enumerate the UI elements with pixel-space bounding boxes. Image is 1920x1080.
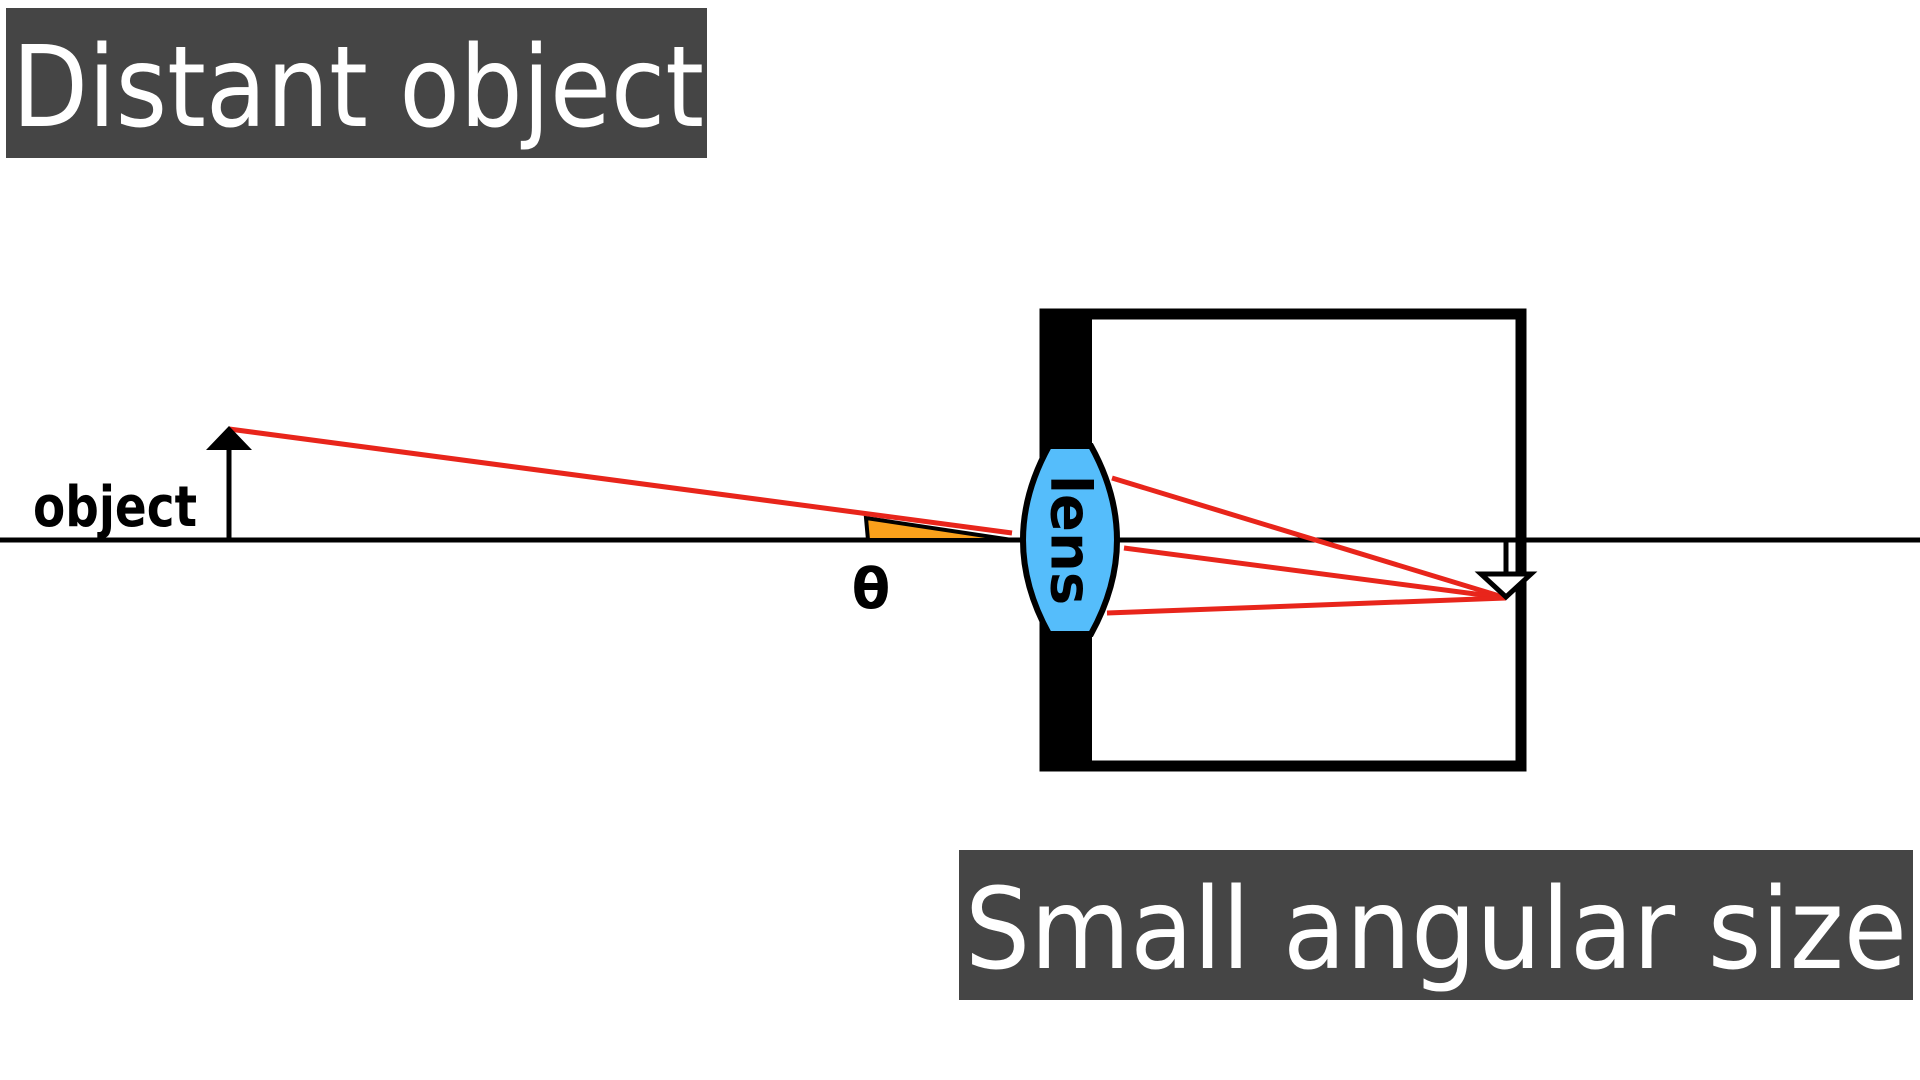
bottom-banner-bg (959, 850, 1913, 1000)
angle-wedge (863, 515, 1013, 542)
incoming-chief-ray (228, 426, 1013, 536)
top-banner: Distant object (6, 8, 707, 158)
lens: lens (1020, 443, 1120, 637)
object-label: object (33, 475, 197, 540)
top-banner-title: Distant object (12, 23, 704, 153)
object-arrow (206, 426, 252, 540)
top-banner-bg (6, 8, 707, 158)
image-arrow (1474, 540, 1538, 601)
lens-shape (1020, 443, 1120, 637)
object-arrow-head (206, 426, 252, 450)
light-rays (228, 426, 1507, 616)
lens-label: lens (1038, 475, 1103, 605)
bottom-banner-title: Small angular size (965, 865, 1907, 995)
refracted-ray-top (1111, 475, 1507, 601)
image-arrow-head (1474, 571, 1538, 601)
angle-label: θ (852, 557, 890, 622)
refracted-ray-bottom (1106, 595, 1507, 616)
refracted-ray-center (1123, 545, 1507, 601)
bottom-banner: Small angular size (959, 850, 1913, 1000)
